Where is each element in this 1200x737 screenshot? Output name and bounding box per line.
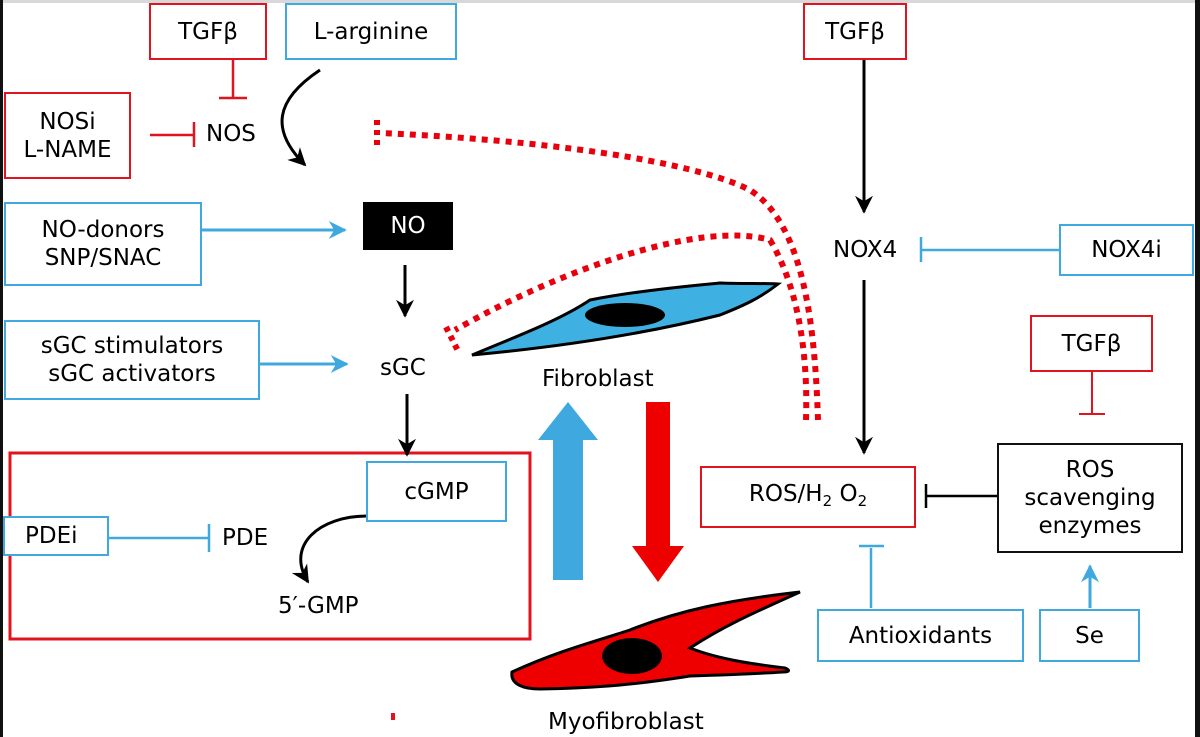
- ros-sgc-dotted-inhibit: [453, 232, 810, 421]
- no-donors-node: NO-donors SNP/SNAC: [4, 202, 202, 286]
- no-node: NO: [363, 202, 453, 250]
- pde-label: PDE: [222, 525, 269, 551]
- l-arginine-label: L-arginine: [313, 18, 429, 45]
- stray-mark: [391, 713, 395, 720]
- right-border: [1195, 0, 1200, 737]
- cgmp-to-5gmp-arrow: [291, 514, 368, 584]
- ros-h2o2-node: ROS/H2 O2: [700, 466, 916, 528]
- pdei-node: PDEi: [3, 516, 109, 556]
- nosi-node: NOSi L-NAME: [4, 92, 131, 179]
- tgfb-node-right: TGFβ: [1030, 315, 1153, 372]
- ros-sgc-dotted-bar: [443, 325, 461, 353]
- myofibroblast-label: Myofibroblast: [548, 709, 704, 735]
- cgmp-node: cGMP: [366, 461, 507, 522]
- ros-label: ROS: [1065, 457, 1115, 483]
- cgmp-label: cGMP: [404, 478, 469, 505]
- fibroblast-label: Fibroblast: [542, 366, 654, 392]
- ros-nos-dotted-inhibit: [379, 130, 821, 421]
- sgc-activators-label: sGC activators: [48, 361, 216, 387]
- pdei-label: PDEi: [25, 523, 78, 549]
- snp-snac-label: SNP/SNAC: [44, 245, 162, 271]
- left-border: [0, 0, 3, 737]
- top-border: [0, 0, 1200, 3]
- larginine-to-no-arrow: [280, 68, 321, 167]
- sgc-label: sGC: [380, 355, 426, 381]
- no-donors-label: NO-donors: [41, 217, 165, 243]
- se-label: Se: [1075, 622, 1104, 649]
- ros-scavenging-enzymes-node: ROS scavenging enzymes: [997, 443, 1183, 553]
- nox4-label: NOX4: [833, 237, 898, 263]
- nox4i-node: NOX4i: [1059, 224, 1194, 276]
- myofibroblast-nucleus: [602, 638, 662, 674]
- se-node: Se: [1039, 609, 1140, 662]
- differentiation-red-arrow: [632, 402, 684, 582]
- l-arginine-node: L-arginine: [285, 3, 457, 60]
- myofibroblast-cell: [510, 590, 801, 691]
- nox4i-label: NOX4i: [1091, 237, 1162, 263]
- sgc-stimulators-label: sGC stimulators: [40, 333, 224, 359]
- ros-h2o2-label: ROS/H2 O2: [748, 480, 868, 510]
- scavenging-label: scavenging: [1024, 485, 1156, 511]
- antioxidants-node: Antioxidants: [817, 609, 1024, 662]
- sgc-modulators-node: sGC stimulators sGC activators: [4, 320, 260, 400]
- no-label: NO: [390, 213, 426, 239]
- tgfb-node-top-right: TGFβ: [803, 3, 907, 60]
- antioxidants-label: Antioxidants: [848, 622, 993, 649]
- tgfb-node-top-left: TGFβ: [149, 3, 267, 60]
- tgfb-label: TGFβ: [825, 18, 885, 45]
- tgfb-label: TGFβ: [178, 18, 238, 45]
- enzymes-label: enzymes: [1038, 513, 1142, 539]
- nosi-label: NOSi: [39, 108, 96, 135]
- reversal-blue-arrow: [538, 402, 598, 580]
- tgfb-label: TGFβ: [1061, 330, 1122, 357]
- 5-gmp-label: 5′-GMP: [278, 593, 359, 619]
- fibroblast-nucleus: [585, 303, 665, 327]
- nos-label: NOS: [206, 121, 256, 147]
- l-name-label: L-NAME: [23, 136, 112, 163]
